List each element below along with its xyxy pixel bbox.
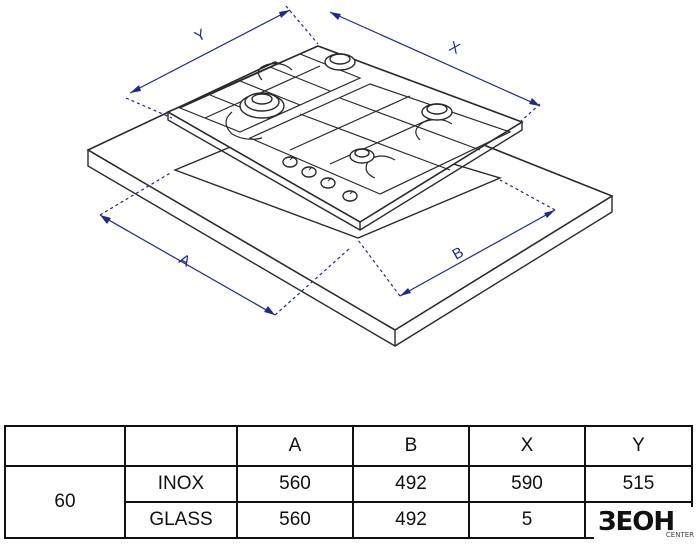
hob-installation-diagram: Y X A B (86, 5, 614, 347)
table-corner-cell (124, 425, 238, 467)
dimension-label-y: Y (192, 26, 209, 46)
value-cell-b: 492 (352, 465, 470, 503)
burner-large (239, 92, 285, 119)
watermark-logo: ЗЕОН CENTER (594, 507, 694, 543)
table-corner-cell (4, 425, 126, 467)
dimension-arrowheads (100, 10, 555, 315)
value-cell-a: 560 (236, 501, 354, 539)
column-header-b: B (352, 425, 470, 467)
table-row: 60 INOX 560 492 590 515 (4, 465, 693, 539)
burner-front (349, 148, 375, 164)
column-header-a: A (236, 425, 354, 467)
value-cell-y: 515 (584, 465, 693, 503)
burner-rear (324, 53, 356, 71)
logo-text: ЗЕОН (598, 507, 675, 537)
dimension-lines (99, 5, 556, 316)
size-cell: 60 (4, 465, 126, 539)
dimension-label-a: A (176, 251, 193, 271)
value-cell-x: 5 (468, 501, 586, 539)
burner-right (421, 103, 453, 121)
column-header-y: Y (584, 425, 693, 467)
dimensions-table: A B X Y 60 INOX 560 492 590 515 GLASS 56… (4, 425, 693, 539)
value-cell-b: 492 (352, 501, 470, 539)
logo-subtext: CENTER (665, 531, 694, 539)
value-cell-a: 560 (236, 465, 354, 503)
finish-cell: INOX (124, 465, 238, 503)
value-cell-x: 590 (468, 465, 586, 503)
pan-support-left (178, 53, 362, 133)
column-header-x: X (468, 425, 586, 467)
control-knobs (282, 156, 358, 202)
pan-support-right (248, 83, 512, 195)
finish-cell: GLASS (124, 501, 238, 539)
dimension-label-x: X (446, 38, 462, 58)
table-header-row: A B X Y (4, 425, 693, 467)
